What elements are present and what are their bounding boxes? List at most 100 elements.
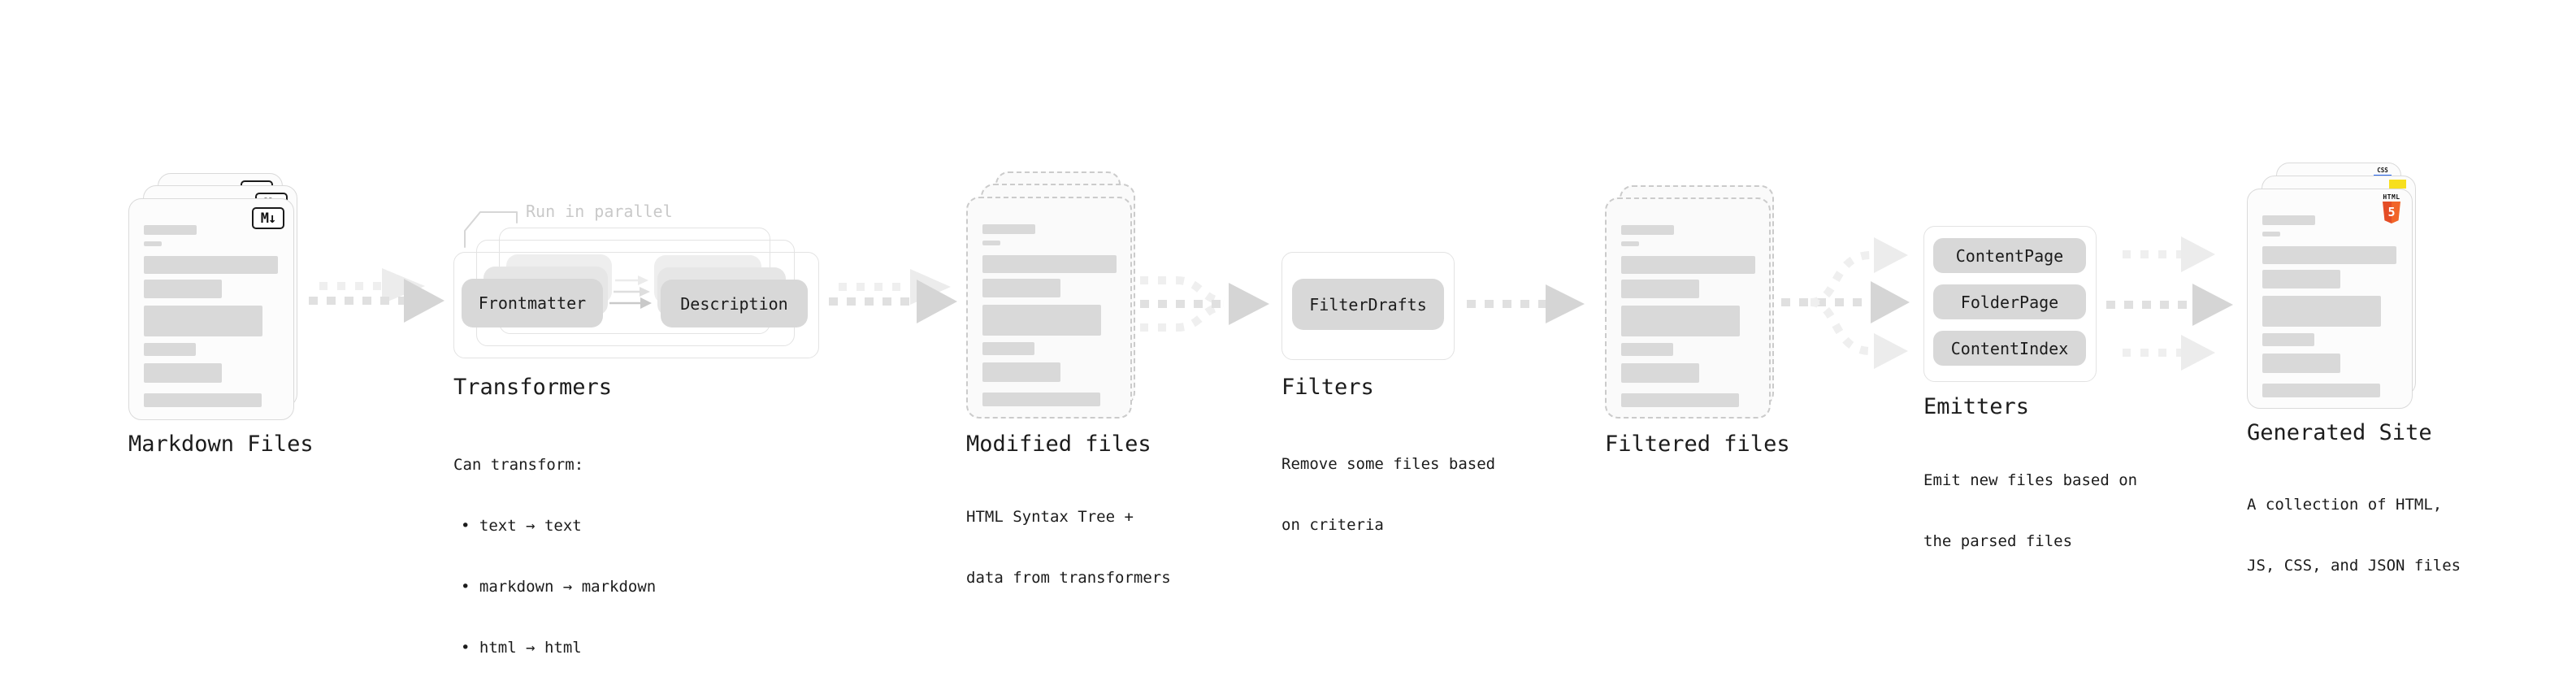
text-line-placeholder <box>2262 354 2340 373</box>
generated-site-label: Generated Site <box>2247 420 2432 445</box>
description-line: Remove some files based <box>1281 455 1496 473</box>
text-line-placeholder <box>982 393 1100 406</box>
emitter-content-page-box: ContentPage <box>1933 238 2086 273</box>
transformer-container-front <box>453 252 819 358</box>
text-line-placeholder <box>982 224 1035 234</box>
description-line: Can transform: <box>453 456 584 474</box>
arrow-frontmatter-to-description <box>609 275 652 309</box>
description-bullet: • text → text <box>461 517 582 535</box>
mini-arrowhead <box>638 275 648 285</box>
arrowhead <box>2181 335 2215 371</box>
arrowhead <box>1229 283 1269 325</box>
merge-curve-top <box>1140 276 1225 306</box>
description-line: on criteria <box>1281 516 1384 534</box>
text-line-placeholder <box>982 241 1000 245</box>
markdown-icon: M↓ <box>252 207 284 229</box>
text-line-placeholder <box>1621 280 1699 298</box>
arrowhead <box>1874 333 1908 369</box>
filtered-document-front <box>1605 197 1771 419</box>
transformers-description: Can transform: • text → text • markdown … <box>453 414 656 681</box>
modified-files-label: Modified files <box>966 432 1151 457</box>
run-in-parallel-leader-line <box>464 211 518 248</box>
description-line: the parsed files <box>1923 532 2073 550</box>
generated-document-front: HTML 5 <box>2247 189 2413 409</box>
arrow-modified-to-filters <box>1140 276 1269 332</box>
js-file-icon <box>2389 180 2406 189</box>
markdown-document-front: M↓ <box>128 198 294 420</box>
arrow-filters-to-filtered <box>1467 284 1585 323</box>
mini-arrowhead <box>640 297 652 309</box>
text-line-placeholder <box>144 363 222 383</box>
transformers-label: Transformers <box>453 375 613 400</box>
text-line-placeholder <box>982 362 1060 382</box>
html5-icon-five: 5 <box>2387 205 2396 219</box>
text-line-placeholder <box>2262 232 2280 236</box>
arrowhead <box>1874 237 1908 273</box>
branch-curve-bottom <box>1810 298 1874 355</box>
transformer-output-box: Description <box>661 280 808 327</box>
text-line-placeholder <box>982 342 1034 355</box>
arrowhead <box>404 279 445 323</box>
emitters-description: Emit new files based on the parsed files <box>1923 430 2137 592</box>
merge-curve-bottom <box>1140 302 1225 332</box>
modified-files-description: HTML Syntax Tree + data from transformer… <box>966 466 1171 629</box>
text-line-placeholder <box>1621 225 1674 235</box>
text-line-placeholder <box>144 241 162 246</box>
text-line-placeholder <box>1621 256 1755 274</box>
arrowhead <box>382 268 425 304</box>
text-line-placeholder <box>144 393 262 407</box>
description-bullet: • markdown → markdown <box>461 578 657 596</box>
description-line: data from transformers <box>966 569 1171 587</box>
arrowhead <box>1871 281 1910 323</box>
text-line-placeholder <box>2262 270 2340 288</box>
arrowhead <box>2181 236 2215 272</box>
text-line-placeholder <box>1621 393 1739 407</box>
text-line-placeholder <box>2262 296 2381 327</box>
html5-icon-word: HTML <box>2383 193 2400 201</box>
text-line-placeholder <box>144 280 222 298</box>
modified-document-front <box>966 197 1132 419</box>
text-line-placeholder <box>144 256 278 274</box>
text-line-placeholder <box>144 225 197 235</box>
description-line: A collection of HTML, <box>2247 496 2443 514</box>
text-line-placeholder <box>1621 363 1699 383</box>
mini-arrowhead <box>640 287 650 297</box>
text-line-placeholder <box>144 343 196 356</box>
arrowhead <box>2192 284 2233 326</box>
text-line-placeholder <box>1621 306 1740 336</box>
text-line-placeholder <box>2262 246 2396 264</box>
transformer-input-box: Frontmatter <box>462 279 603 327</box>
text-line-placeholder <box>982 255 1117 273</box>
arrow-transformers-to-modified <box>829 269 957 323</box>
arrow-markdown-to-transformers <box>309 268 445 323</box>
emitter-folder-page-box: FolderPage <box>1933 284 2086 319</box>
description-line: Emit new files based on <box>1923 471 2138 489</box>
text-line-placeholder <box>2262 215 2315 225</box>
filters-description: Remove some files based on criteria <box>1281 414 1495 576</box>
filtered-files-label: Filtered files <box>1605 432 1790 457</box>
text-line-placeholder <box>144 306 262 336</box>
filters-label: Filters <box>1281 375 1374 400</box>
branch-curve-top <box>1810 251 1874 306</box>
text-line-placeholder <box>1621 343 1673 356</box>
emitters-label: Emitters <box>1923 394 2030 419</box>
text-line-placeholder <box>2262 333 2314 346</box>
description-line: HTML Syntax Tree + <box>966 508 1134 526</box>
text-line-placeholder <box>982 279 1060 297</box>
arrowhead <box>917 280 957 323</box>
text-line-placeholder <box>982 305 1101 336</box>
emitters-container <box>1923 226 2097 382</box>
generated-site-description: A collection of HTML, JS, CSS, and JSON … <box>2247 454 2461 617</box>
markdown-files-label: Markdown Files <box>128 432 314 457</box>
html5-icon-shield: 5 <box>2383 202 2400 223</box>
emitter-content-index-box: ContentIndex <box>1933 331 2086 366</box>
filters-container <box>1281 252 1455 360</box>
arrow-emitters-to-generated <box>2106 236 2233 371</box>
arrow-filtered-to-emitters <box>1781 237 1910 369</box>
run-in-parallel-note: Run in parallel <box>526 202 673 221</box>
text-line-placeholder <box>2262 384 2380 397</box>
html5-icon: HTML 5 <box>2382 193 2401 223</box>
filter-drafts-box: FilterDrafts <box>1292 279 1444 330</box>
